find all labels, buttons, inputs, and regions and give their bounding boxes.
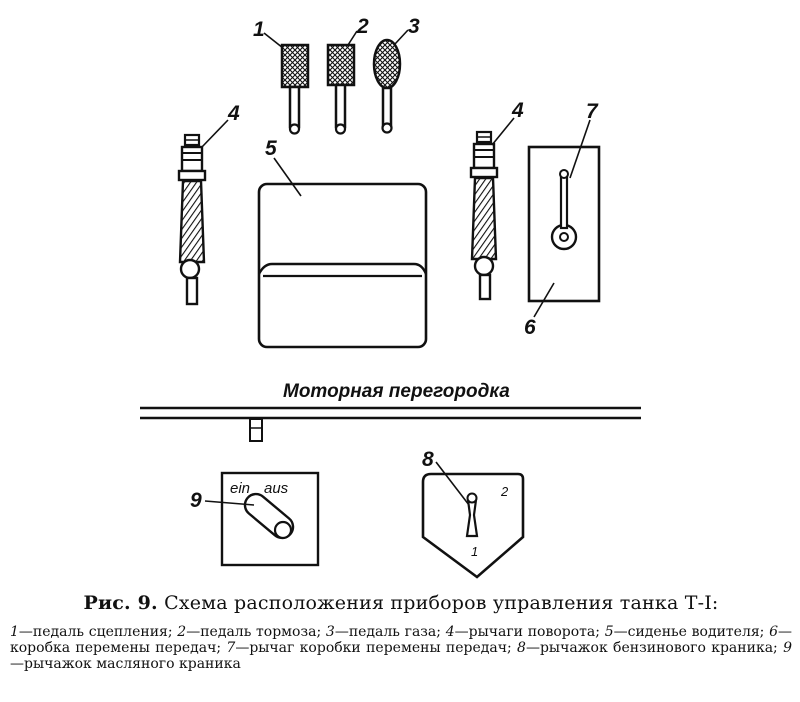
callout-1: 1 (253, 18, 265, 41)
legend-number: 8 (517, 640, 526, 656)
leader-4-left (200, 119, 229, 149)
legend-number: 6 (769, 624, 779, 640)
leader-5 (273, 157, 302, 197)
leader-6 (533, 282, 555, 318)
oil-valve-off-label: aus (264, 480, 289, 497)
callout-7: 7 (586, 100, 599, 123)
fuel-valve-pos1-label: 1 (471, 544, 478, 559)
leader-2 (347, 30, 358, 46)
legend-number: 9 (783, 640, 793, 656)
legend-number: 4 (445, 624, 455, 640)
leader-1 (263, 32, 284, 49)
callout-2: 2 (356, 15, 369, 38)
legend-text: —рычаги поворота; (454, 624, 605, 640)
gear-lever (550, 169, 578, 251)
legend-text: —педаль тормоза; (186, 624, 326, 640)
leader-4-right (491, 117, 515, 146)
clutch-pedal (280, 43, 310, 135)
figure-legend: 1—педаль сцепления; 2—педаль тормоза; 3—… (10, 624, 792, 672)
fuel-valve-pos2-label: 2 (500, 484, 509, 499)
figure-number: Рис. 9. (83, 592, 158, 614)
legend-text: —сиденье водителя; (613, 624, 770, 640)
legend-text: —рычаг коробки перемены передач; (235, 640, 518, 656)
legend-text: —рычажок бензинового краника; (525, 640, 784, 656)
driver-seat (257, 182, 428, 349)
figure-caption: Рис. 9. Схема расположения приборов упра… (10, 592, 792, 672)
legend-number: 5 (604, 624, 614, 640)
caption-title: Рис. 9. Схема расположения приборов упра… (10, 592, 792, 614)
figure-title: Схема расположения приборов управления т… (164, 592, 719, 614)
oil-valve-on-label: ein (230, 480, 250, 497)
legend-text: —педаль газа; (334, 624, 446, 640)
control-layout-diagram: 1 2 3 4 4 (140, 15, 641, 579)
brake-pedal (326, 43, 356, 135)
callout-5: 5 (265, 137, 277, 160)
legend-number: 1 (10, 624, 19, 640)
legend-text: —коробка перемены передач; (10, 624, 793, 656)
legend-text: —рычажок масляного краника (10, 656, 241, 672)
steering-lever-right (469, 130, 499, 301)
leader-8 (435, 461, 470, 506)
engine-partition (140, 406, 641, 442)
leader-9 (204, 500, 255, 506)
fuel-valve-panel (421, 472, 525, 579)
callout-6: 6 (524, 316, 536, 339)
callout-9: 9 (190, 489, 202, 512)
callout-8: 8 (422, 448, 434, 471)
legend-number: 7 (226, 640, 236, 656)
legend-text: —педаль сцепления; (18, 624, 178, 640)
callout-4-left: 4 (227, 102, 240, 125)
leader-3 (394, 29, 409, 45)
legend-number: 2 (177, 624, 187, 640)
oil-valve-panel (220, 471, 320, 567)
callout-4-right: 4 (511, 99, 524, 122)
gas-pedal (372, 38, 402, 134)
leader-7 (569, 119, 591, 179)
callout-3: 3 (408, 15, 420, 38)
legend-number: 3 (325, 624, 335, 640)
partition-label: Моторная перегородка (283, 381, 510, 402)
steering-lever-left (177, 133, 207, 306)
